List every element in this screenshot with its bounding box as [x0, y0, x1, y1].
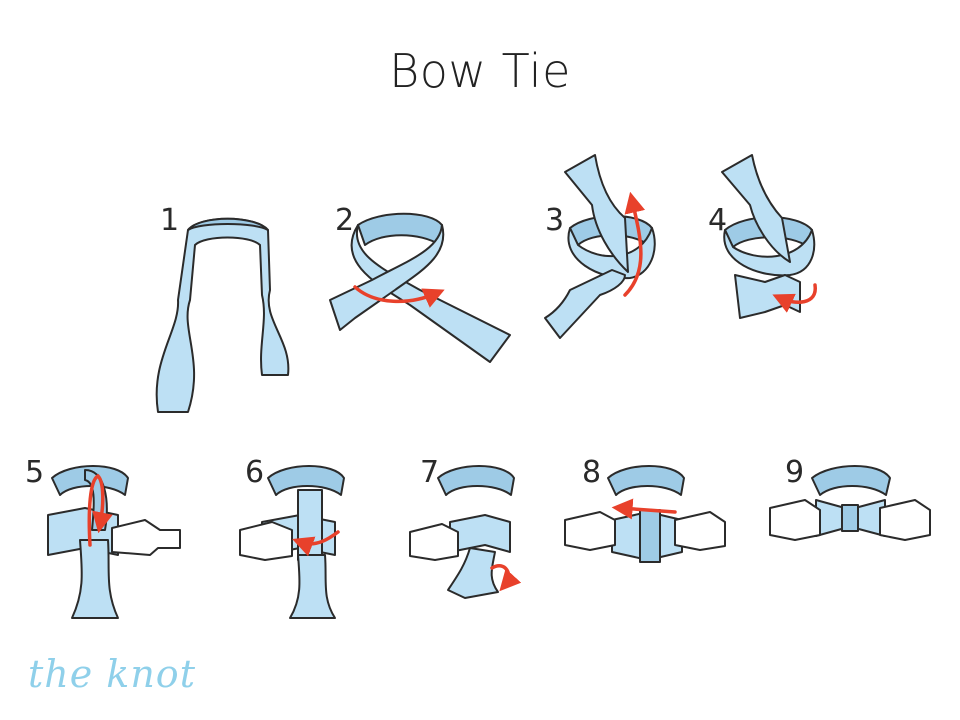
rotation-arrow [611, 498, 677, 520]
step-number: 7 [420, 455, 439, 490]
step-1-illustration [155, 217, 290, 413]
step-number: 6 [245, 455, 264, 490]
step-number: 5 [25, 455, 44, 490]
step-4-illustration [721, 154, 816, 319]
hand [564, 511, 616, 551]
brand-logo: the knot [28, 652, 196, 696]
hand [674, 511, 726, 551]
tie-collar [607, 465, 685, 496]
step-7-illustration [437, 465, 515, 599]
tie-hanging-end [71, 539, 119, 619]
step-number: 2 [335, 203, 354, 238]
tie-hanging-end [289, 554, 336, 619]
rotation-arrow [292, 530, 340, 557]
tie-center-knot [297, 489, 323, 561]
tie-collar [267, 465, 345, 496]
step-5-illustration [47, 465, 129, 619]
bow-fold [734, 274, 801, 319]
tie-hanging-end [447, 547, 499, 599]
rotation-arrow [353, 285, 445, 308]
tie-upper-end [721, 154, 791, 263]
tie-upper-end [564, 154, 629, 273]
rotation-arrow [490, 564, 522, 592]
step-number: 3 [545, 203, 564, 238]
hand [769, 499, 821, 541]
tie-collar [437, 465, 515, 496]
tie-loop [567, 227, 656, 280]
page-title: Bow Tie [389, 44, 571, 98]
hand [239, 521, 293, 561]
step-3-illustration [544, 154, 656, 339]
step-number: 1 [160, 203, 179, 238]
tie-collar [811, 465, 891, 496]
rotation-arrow [623, 191, 646, 297]
step-8-illustration [607, 465, 685, 563]
tie-left-end [350, 224, 511, 363]
tie-lower-end [544, 269, 626, 339]
tie-right-end [329, 224, 445, 331]
rotation-arrow [87, 473, 113, 547]
hand [879, 499, 931, 541]
tie-collar [187, 217, 269, 231]
tie-collar [357, 212, 443, 246]
step-number: 4 [708, 203, 727, 238]
step-number: 8 [582, 455, 601, 490]
step-number: 9 [785, 455, 804, 490]
tie-strip [155, 217, 290, 413]
hand [409, 523, 459, 561]
bow-knot [639, 509, 661, 563]
bow-knot [841, 504, 859, 532]
rotation-arrow [772, 283, 817, 313]
hand [111, 519, 181, 556]
step-9-illustration [811, 465, 891, 537]
tie-loop [723, 229, 816, 277]
step-2-illustration [329, 212, 511, 363]
